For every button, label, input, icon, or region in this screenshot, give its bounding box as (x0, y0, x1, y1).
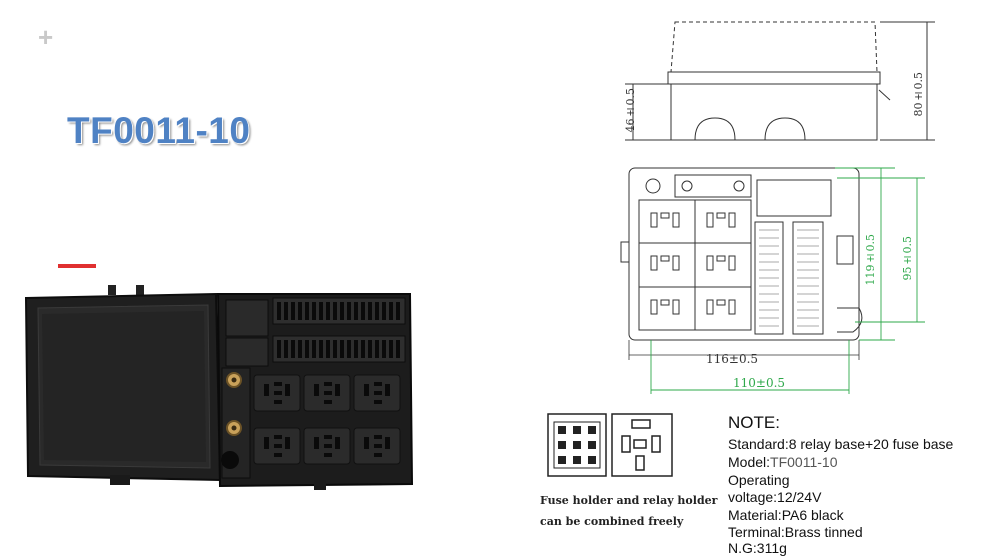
product-photo (24, 285, 414, 490)
accent-divider (58, 264, 96, 268)
add-icon[interactable]: + (38, 22, 54, 52)
note-material-value: PA6 black (781, 507, 844, 523)
dimension-depth-outer: 119±0.5 (864, 234, 877, 286)
note-standard: Standard:8 relay base+20 fuse base (728, 436, 953, 453)
page-title: TF0011-10 (67, 110, 251, 151)
note-material: Material:PA6 black (728, 507, 844, 524)
note-weight: N.G:311g (728, 540, 787, 557)
dimension-overall-height: 80±0.5 (912, 72, 925, 117)
caption-line-2: can be combined freely (540, 515, 684, 528)
note-standard-label: Standard: (728, 436, 789, 452)
note-title: NOTE: (728, 413, 780, 432)
note-voltage-label: voltage: (728, 489, 778, 505)
note-operating: Operating (728, 472, 790, 488)
caption-line-1: Fuse holder and relay holder (540, 494, 718, 507)
dimension-width-inner: 110±0.5 (733, 376, 786, 390)
note-voltage: voltage:12/24V (728, 489, 821, 506)
dimension-width-outer: 116±0.5 (706, 352, 759, 366)
combination-diagram (547, 413, 673, 477)
note-model-value: TF0011-10 (770, 454, 838, 470)
note-model: Model:TF0011-10 (728, 454, 837, 471)
dimension-base-height: 46±0.5 (624, 88, 637, 133)
technical-drawing (620, 21, 935, 394)
dimension-depth-inner: 95±0.5 (901, 236, 914, 281)
note-model-label: Model: (728, 454, 771, 470)
note-material-label: Material: (728, 507, 782, 523)
note-terminal-value: Brass tinned (784, 524, 863, 540)
note-terminal-label: Terminal: (728, 524, 785, 540)
note-standard-value: 8 relay base+20 fuse base (788, 436, 954, 452)
note-voltage-value: 12/24V (777, 489, 822, 505)
note-weight-value: 311g (756, 540, 787, 556)
note-weight-label: N.G: (728, 540, 757, 556)
note-terminal: Terminal:Brass tinned (728, 524, 863, 541)
